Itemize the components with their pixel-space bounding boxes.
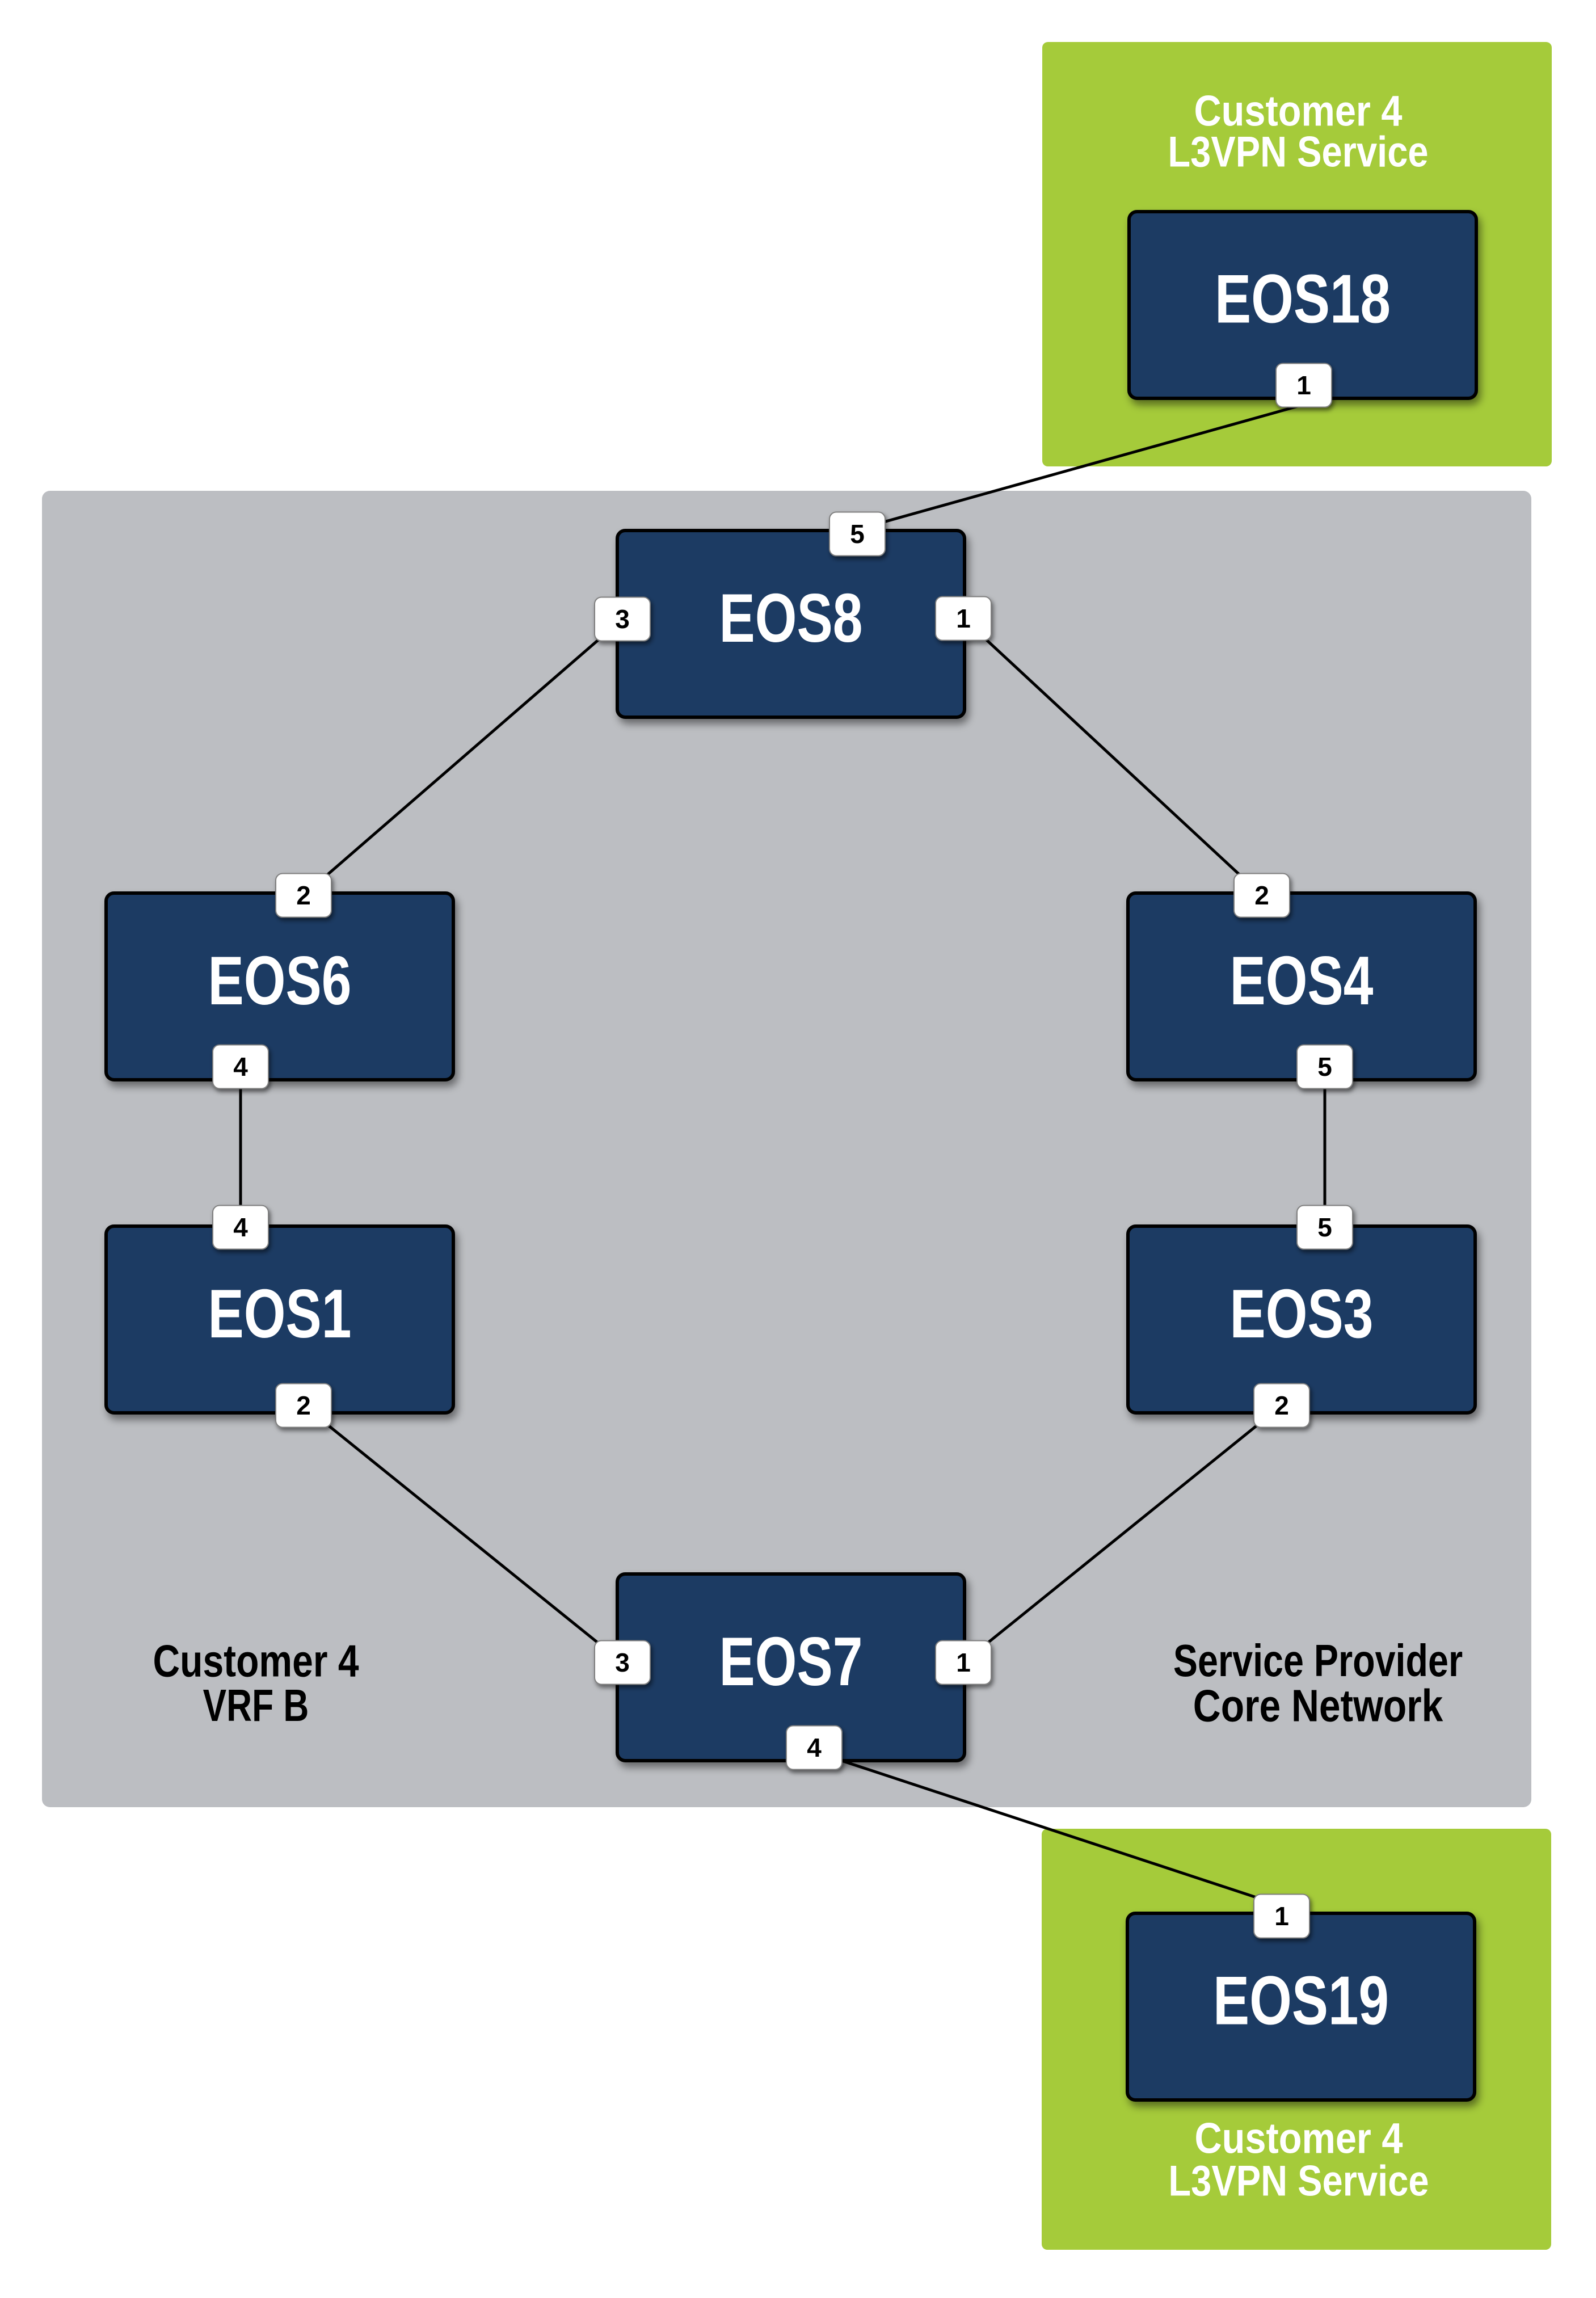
svg-text:EOS6: EOS6 xyxy=(208,942,352,1019)
svg-text:2: 2 xyxy=(1254,881,1269,910)
svg-text:L3VPN Service: L3VPN Service xyxy=(1168,2157,1429,2205)
svg-text:2: 2 xyxy=(1274,1391,1289,1420)
svg-text:1: 1 xyxy=(1296,371,1311,400)
svg-text:Customer 4: Customer 4 xyxy=(1194,2114,1403,2162)
svg-text:Service Provider: Service Provider xyxy=(1173,1635,1463,1686)
svg-text:EOS1: EOS1 xyxy=(208,1275,352,1352)
svg-text:3: 3 xyxy=(615,604,630,634)
svg-text:EOS19: EOS19 xyxy=(1213,1963,1389,2040)
svg-text:Customer 4: Customer 4 xyxy=(153,1635,359,1686)
svg-text:4: 4 xyxy=(233,1213,248,1242)
svg-text:1: 1 xyxy=(956,604,971,633)
svg-text:4: 4 xyxy=(233,1052,248,1081)
svg-text:5: 5 xyxy=(1317,1052,1332,1081)
svg-text:3: 3 xyxy=(615,1648,630,1677)
svg-text:4: 4 xyxy=(807,1733,822,1762)
svg-text:Customer 4: Customer 4 xyxy=(1194,87,1402,135)
svg-text:EOS3: EOS3 xyxy=(1230,1275,1374,1352)
svg-text:L3VPN Service: L3VPN Service xyxy=(1168,128,1428,176)
svg-text:1: 1 xyxy=(1274,1901,1289,1931)
svg-text:5: 5 xyxy=(850,519,865,549)
svg-text:2: 2 xyxy=(296,881,311,910)
svg-text:EOS4: EOS4 xyxy=(1230,942,1374,1019)
svg-text:EOS18: EOS18 xyxy=(1215,261,1391,338)
svg-text:1: 1 xyxy=(956,1648,971,1677)
svg-text:VRF B: VRF B xyxy=(203,1680,309,1731)
svg-text:5: 5 xyxy=(1317,1213,1332,1242)
svg-text:Core Network: Core Network xyxy=(1193,1680,1443,1731)
svg-text:EOS8: EOS8 xyxy=(719,579,863,656)
svg-text:2: 2 xyxy=(296,1391,311,1420)
svg-text:EOS7: EOS7 xyxy=(719,1623,863,1700)
